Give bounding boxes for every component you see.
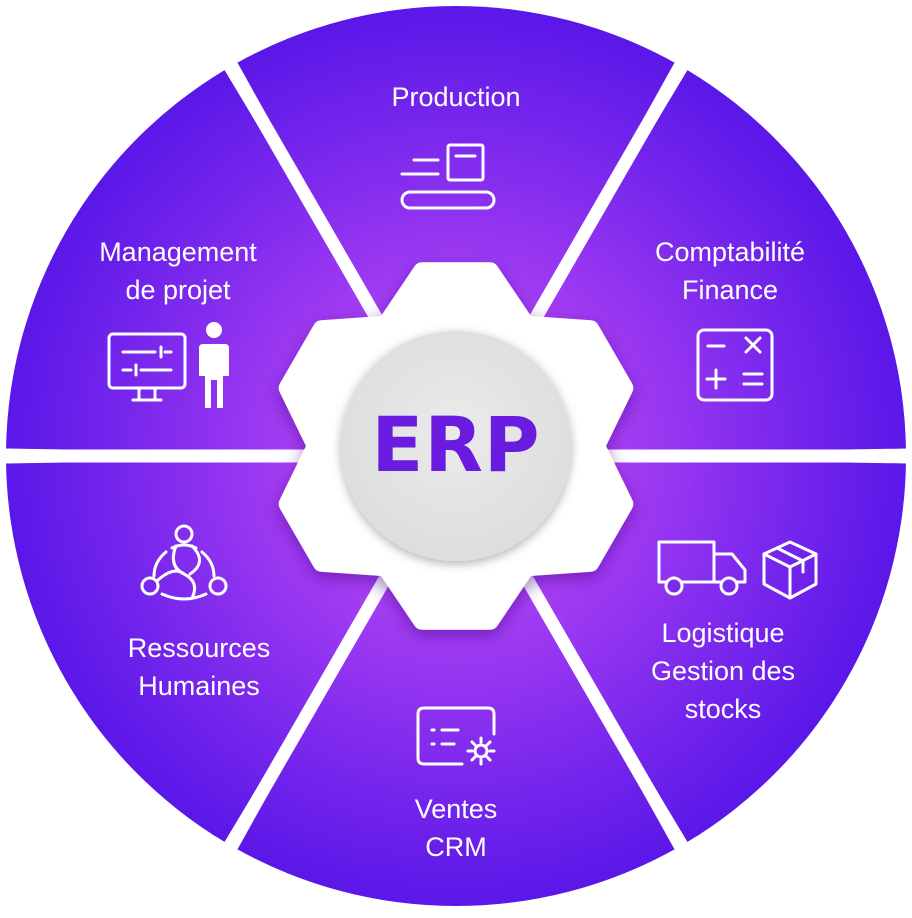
segment-label-production: Production [306, 78, 606, 116]
production-line-icon [400, 143, 496, 210]
calculator-icon [696, 328, 774, 402]
people-network-icon [140, 524, 228, 601]
segment-label-ventes: Ventes CRM [356, 790, 556, 866]
monitor-icon [107, 332, 187, 402]
sales-settings-icon [416, 706, 496, 766]
package-box-icon [762, 540, 818, 600]
segment-label-rh: Ressources Humaines [64, 629, 334, 705]
logistique-label: Logistique [661, 618, 785, 648]
segment-label-logistique: Logistique Gestion des stocks [593, 614, 853, 728]
segment-label-management: Management de projet [48, 233, 308, 309]
segment-label-comptabilite: Comptabilité Finance [600, 233, 860, 309]
ressources-label: Ressources [127, 633, 271, 663]
production-label: Production [391, 82, 521, 112]
truck-icon [657, 540, 747, 596]
erp-center-disc [341, 331, 571, 561]
de-projet-label: de projet [125, 275, 231, 305]
comptabilite-label: Comptabilité [654, 237, 806, 267]
finance-label: Finance [681, 275, 779, 305]
erp-center-label: ERP [371, 400, 541, 489]
segment-ventes [237, 456, 675, 907]
humaines-label: Humaines [138, 671, 260, 701]
stocks-label: stocks [684, 694, 762, 724]
crm-label: CRM [425, 832, 487, 862]
gestion-des-label: Gestion des [650, 656, 796, 686]
management-label: Management [99, 237, 257, 267]
ventes-label: Ventes [414, 794, 498, 824]
segment-production [237, 5, 675, 457]
person-icon [199, 322, 229, 408]
